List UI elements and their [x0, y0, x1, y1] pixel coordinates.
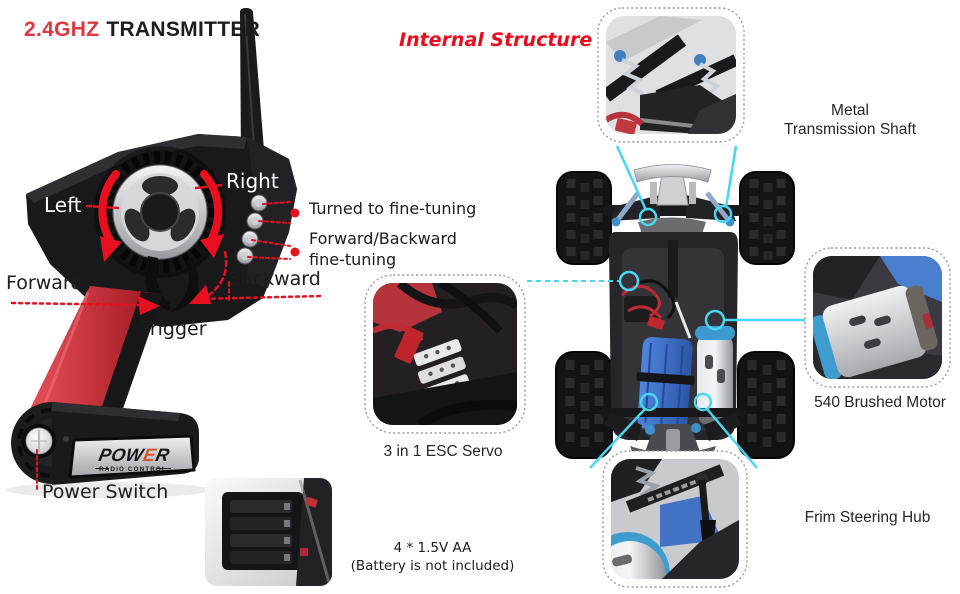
title-frequency: 2.4GHZ	[24, 18, 100, 41]
brand-sub-text: RADIO CONTROL	[99, 466, 167, 473]
page-title: 2.4GHZ TRANSMITTER	[24, 18, 260, 42]
label-fb-line2: fine-tuning	[309, 250, 397, 269]
callout-esc-servo	[364, 274, 526, 434]
callout-motor	[804, 247, 951, 388]
car-wheel-front-left	[557, 172, 611, 264]
car-wheel-rear-right	[738, 352, 794, 458]
red-annotation-arrows	[10, 170, 323, 490]
car-wheel-front-right	[740, 172, 794, 264]
label-forward-backward-fine-tuning: Forward/Backward fine-tuning	[309, 228, 457, 270]
battery-note: 4 * 1.5V AA (Battery is not included)	[350, 539, 515, 575]
battery-compartment-photo	[205, 478, 332, 586]
battery-note-line1: 4 * 1.5V AA	[393, 540, 472, 556]
label-transmission-line2: Transmission Shaft	[783, 121, 917, 138]
power-knob	[21, 423, 69, 459]
car-chassis-illustration	[556, 164, 794, 467]
label-power-switch: Power Switch	[42, 481, 169, 503]
label-transmission-line1: Metal	[831, 102, 869, 119]
car-front-wing	[603, 164, 743, 240]
steering-wheel	[94, 146, 226, 278]
label-turned-fine-tuning: Turned to fine-tuning	[309, 199, 477, 218]
transmitter-illustration: POWER RADIO CONTROL	[6, 8, 297, 498]
label-forward: Forward	[6, 272, 83, 294]
label-metal-transmission-shaft: Metal Transmission Shaft	[765, 101, 935, 139]
car-wheel-rear-left	[556, 352, 612, 458]
label-right: Right	[226, 169, 279, 193]
transmitter-grip	[28, 286, 163, 420]
label-frim-steering-hub: Frim Steering Hub	[804, 509, 931, 526]
callout-transmission-shaft	[597, 7, 745, 143]
callout-steering-hub	[602, 450, 748, 588]
car-esc-wiring	[620, 279, 692, 339]
internal-structure-title: Internal Structure	[399, 29, 593, 51]
car-battery	[636, 336, 695, 432]
label-backward: Backward	[228, 268, 321, 290]
label-esc-servo: 3 in 1 ESC Servo	[383, 443, 503, 460]
adjustment-buttons	[236, 194, 268, 265]
brand-power-text: POWER	[97, 445, 172, 465]
brand-plate: POWER RADIO CONTROL	[68, 434, 196, 479]
transmitter-base: POWER RADIO CONTROL	[11, 402, 199, 485]
label-trigger: Trigger	[141, 318, 207, 340]
callout-connector-lines	[527, 145, 806, 469]
battery-note-line2: (Battery is not included)	[350, 558, 515, 574]
title-transmitter: TRANSMITTER	[106, 18, 261, 41]
label-540-brushed-motor: 540 Brushed Motor	[814, 394, 946, 411]
trigger	[144, 256, 199, 312]
label-fb-line1: Forward/Backward	[309, 229, 457, 248]
label-left: Left	[44, 193, 82, 217]
